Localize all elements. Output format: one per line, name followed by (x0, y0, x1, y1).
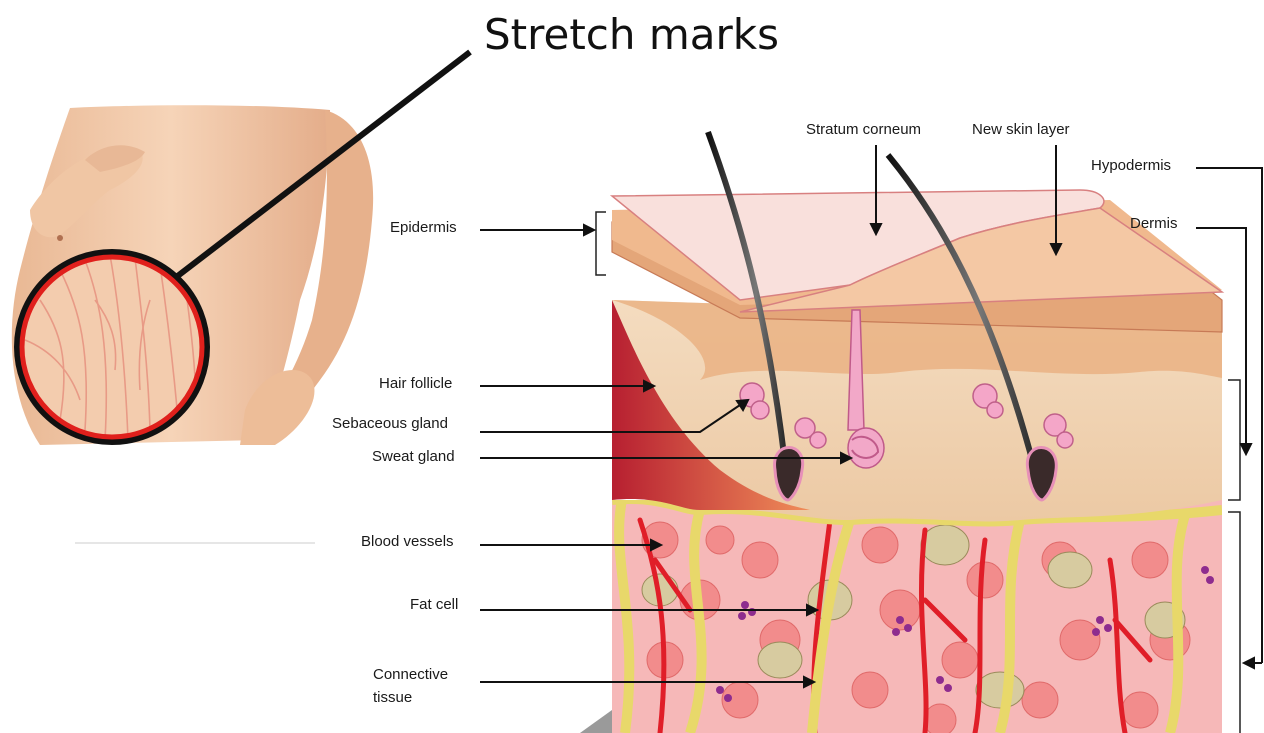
label-stratum-corneum: Stratum corneum (806, 121, 921, 139)
label-connective-tissue-line1: Connective (373, 666, 448, 684)
label-connective-tissue-line2: tissue (373, 689, 412, 707)
label-epidermis: Epidermis (390, 219, 457, 237)
label-hair-follicle: Hair follicle (379, 375, 452, 393)
label-sweat-gland: Sweat gland (372, 448, 455, 466)
label-sebaceous-gland: Sebaceous gland (332, 415, 448, 433)
label-new-skin-layer: New skin layer (972, 121, 1070, 139)
stretch-marks-circle (17, 252, 207, 442)
label-hypodermis: Hypodermis (1091, 157, 1171, 175)
label-blood-vessels: Blood vessels (361, 533, 454, 551)
label-fat-cell: Fat cell (410, 596, 458, 614)
label-dermis: Dermis (1130, 215, 1178, 233)
